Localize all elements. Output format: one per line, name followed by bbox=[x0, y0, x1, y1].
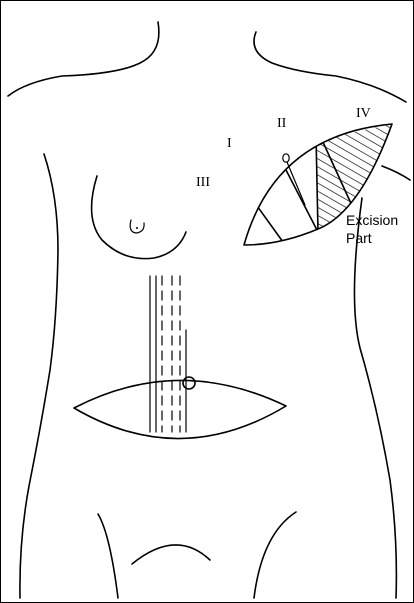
neck-shoulder-left-outline bbox=[8, 22, 159, 96]
zone-label-3: III bbox=[196, 175, 210, 190]
zone-label-2: II bbox=[277, 116, 287, 131]
left-breast-outline bbox=[92, 176, 186, 259]
pedicle-vessel-line bbox=[287, 162, 305, 205]
rectus-muscle-lines bbox=[150, 276, 186, 432]
neck-shoulder-right-outline bbox=[254, 32, 406, 102]
nipple-dot bbox=[136, 227, 138, 229]
torso-right-outline bbox=[354, 198, 396, 598]
pedicle-vessel-marker bbox=[283, 154, 289, 162]
zone-label-4: IV bbox=[356, 106, 371, 121]
annotation-part: Part bbox=[346, 230, 372, 246]
zone-divider-2 bbox=[286, 170, 318, 232]
right-leg-outline bbox=[254, 512, 296, 598]
torso-left-outline bbox=[20, 154, 58, 598]
umbilicus bbox=[183, 377, 195, 389]
nipple-left bbox=[130, 220, 144, 233]
groin-curve bbox=[132, 545, 210, 564]
left-leg-outline bbox=[98, 514, 118, 598]
zone-label-1: I bbox=[227, 136, 232, 151]
annotation-excision: Excision bbox=[346, 212, 398, 228]
arm-crease-right bbox=[382, 166, 410, 180]
